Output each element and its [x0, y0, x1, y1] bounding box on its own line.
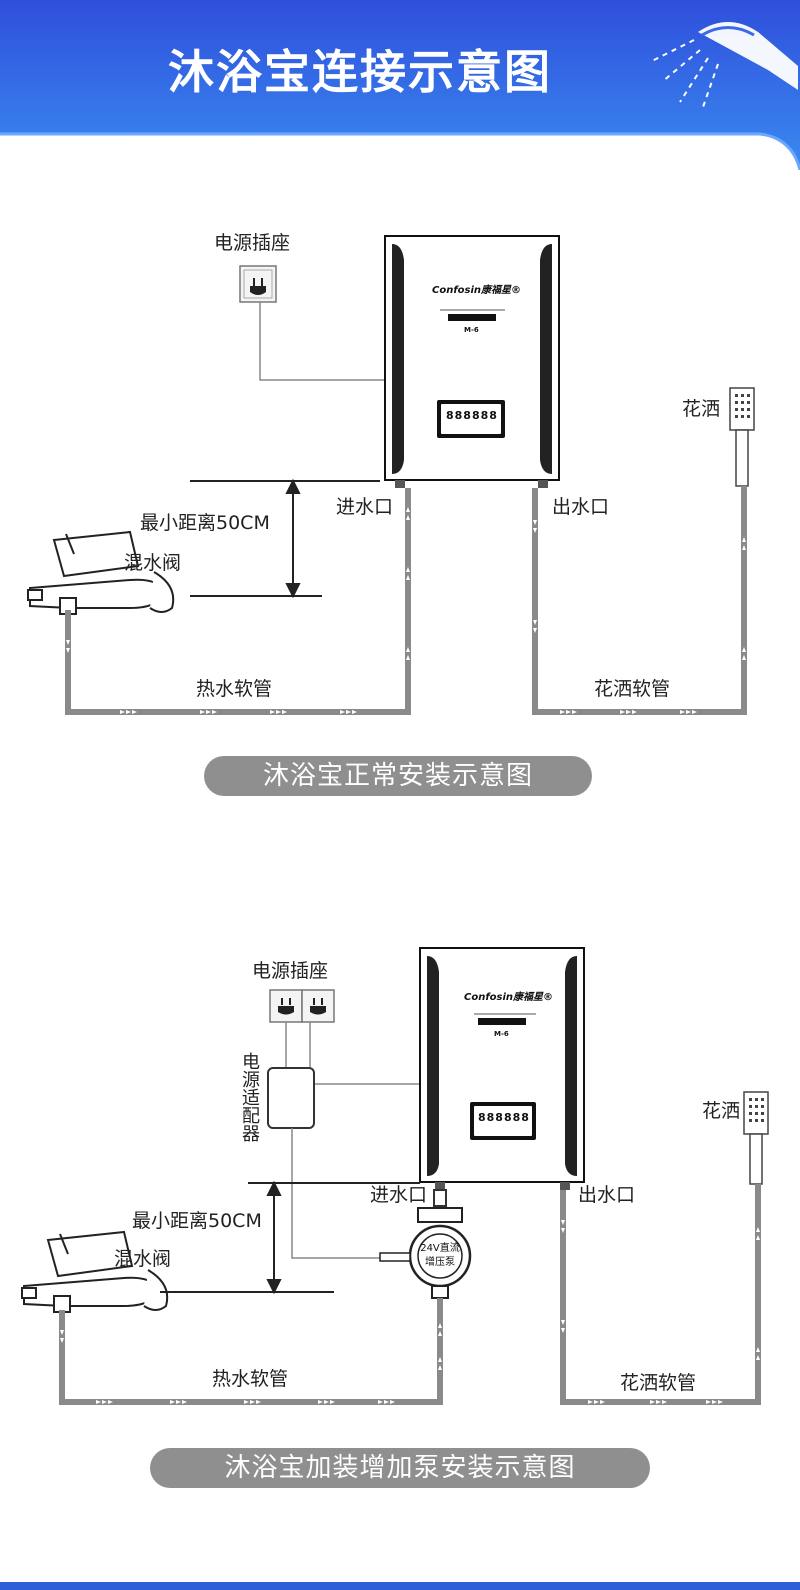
diagram1-drawing: [27, 235, 755, 715]
shower-label: 花洒: [682, 398, 721, 420]
shower-hose-label: 花洒软管: [594, 678, 671, 700]
shower-hose-label: 花洒软管: [620, 1372, 697, 1394]
shower-head-icon: [649, 22, 798, 111]
mixer-valve-icon: [27, 530, 175, 615]
display-readout: 888888: [446, 409, 498, 422]
adapter-output-cord: [291, 1128, 390, 1259]
mixer-valve-icon: [21, 1230, 169, 1313]
power-adapter-icon: [267, 1067, 315, 1129]
hot-water-hose: [65, 488, 411, 715]
power-socket-label: 电源插座: [214, 232, 291, 254]
distance-indicator: [190, 478, 380, 599]
booster-pump-icon: [379, 1189, 472, 1299]
display-readout: 888888: [478, 1111, 530, 1124]
shower-hose: [560, 1184, 761, 1405]
diagram2-drawing: [21, 947, 769, 1405]
page-title: 沐浴宝连接示意图: [168, 45, 552, 99]
brand-logo: Confosin康福星®: [432, 285, 522, 296]
power-adapter-label: 电源适配器: [239, 1052, 260, 1142]
booster-pump-label-line2: 增压泵: [425, 1257, 455, 1268]
header-banner: 沐浴宝连接示意图: [0, 0, 800, 170]
mixer-valve-label: 混水阀: [114, 1248, 172, 1270]
min-distance-label: 最小距离50CM: [140, 512, 270, 534]
booster-pump-label-line1: 24V直流: [420, 1243, 460, 1254]
bottom-accent-bar: [0, 1582, 800, 1590]
heater-power-cord: [309, 1022, 420, 1085]
normal-installation-diagram: 电源插座 Confosin康福星® M-6 888888 进水口 出水口 最小距…: [0, 220, 800, 820]
shower-label: 花洒: [702, 1100, 741, 1122]
power-socket-icon: [239, 265, 277, 303]
inlet-label: 进水口: [370, 1184, 428, 1206]
shower-head-icon: [729, 387, 755, 487]
hot-water-hose-label: 热水软管: [196, 678, 273, 700]
outlet-label: 出水口: [578, 1184, 636, 1206]
model-label: M-6: [494, 1030, 509, 1038]
water-heater-unit: [419, 947, 585, 1190]
banner-background: [0, 0, 800, 170]
inlet-label: 进水口: [336, 496, 394, 518]
hot-water-hose: [59, 1298, 443, 1405]
power-cord: [259, 302, 385, 381]
water-heater-unit: [384, 235, 560, 488]
outlet-connector: [538, 480, 548, 488]
outlet-connector: [560, 1182, 570, 1190]
booster-installation-caption: 沐浴宝加装增加泵安装示意图: [150, 1448, 650, 1488]
brand-logo: Confosin康福星®: [464, 992, 554, 1003]
inlet-connector: [395, 480, 405, 488]
outlet-label: 出水口: [552, 496, 610, 518]
booster-pump-installation-diagram: 电源插座 电源适配器 Confosin康福星® M-6 888888 进水口 出…: [0, 940, 800, 1500]
min-distance-label: 最小距离50CM: [132, 1210, 262, 1232]
shower-hose: [532, 486, 747, 715]
power-socket-label: 电源插座: [252, 960, 329, 982]
power-socket-icon: [269, 989, 335, 1023]
distance-indicator: [160, 1180, 420, 1295]
hot-water-hose-label: 热水软管: [212, 1368, 289, 1390]
model-label: M-6: [464, 326, 479, 334]
normal-installation-caption: 沐浴宝正常安装示意图: [204, 756, 592, 796]
shower-head-icon: [743, 1091, 769, 1185]
mixer-valve-label: 混水阀: [124, 552, 182, 574]
inlet-connector: [435, 1182, 445, 1190]
